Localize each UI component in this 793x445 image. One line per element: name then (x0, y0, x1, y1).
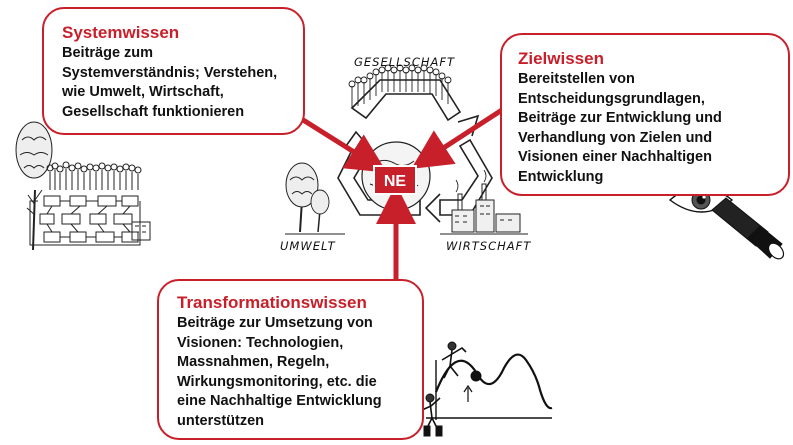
systemwissen-line: Gesellschaft funktionieren (62, 103, 245, 120)
systemwissen-text: Beiträge zum Systemverständnis; Verstehe… (62, 44, 277, 122)
transformationswissen-line: eine Nachhaltige Entwicklung (177, 393, 382, 410)
systemwissen-box: Systemwissen Beiträge zum Systemverständ… (42, 7, 305, 135)
systemwissen-line: Systemverständnis; Verstehen, (62, 64, 278, 81)
zielwissen-box: Zielwissen Bereitstellen von Entscheidun… (500, 33, 790, 196)
label-gesellschaft: GESELLSCHAFT (354, 55, 455, 69)
label-wirtschaft: WIRTSCHAFT (446, 239, 531, 253)
zielwissen-title: Zielwissen (518, 49, 604, 68)
label-umwelt: UMWELT (280, 239, 336, 253)
ne-badge: NE (373, 165, 417, 195)
recycling-cycle-sketch-icon: GESELLSCHAFT UMWELT WIRTSCHAFT (280, 55, 531, 253)
zielwissen-line: Entwicklung (518, 168, 604, 185)
systemwissen-line: wie Umwelt, Wirtschaft, (62, 84, 224, 101)
zielwissen-line: Verhandlung von Zielen und (518, 129, 713, 146)
transformationswissen-box: Transformationswissen Beiträge zur Umset… (157, 279, 424, 440)
systemwissen-line: Beiträge zum (62, 45, 154, 61)
zielwissen-line: Entscheidungsgrundlagen, (518, 90, 705, 107)
zielwissen-text: Bereitstellen von Entscheidungsgrundlage… (518, 70, 722, 188)
transformationswissen-line: Massnahmen, Regeln, (177, 354, 330, 371)
transformationswissen-title: Transformationswissen (177, 293, 367, 312)
zielwissen-line: Visionen einer Nachhaltigen (518, 149, 712, 166)
transformationswissen-line: Visionen: Technologien, (177, 334, 344, 351)
zielwissen-line: Beiträge zur Entwicklung und (518, 110, 722, 127)
arrow-systemwissen (298, 115, 387, 173)
transformationswissen-line: Wirkungsmonitoring, etc. die (177, 373, 377, 390)
zielwissen-line: Bereitstellen von (518, 71, 635, 87)
tree-flowchart-sketch-icon (15, 121, 151, 251)
arrow-zielwissen (411, 105, 507, 169)
climbing-figures-sketch-icon (421, 341, 553, 437)
transformationswissen-line: unterstützen (177, 412, 264, 429)
transformationswissen-line: Beiträge zur Umsetzung von (177, 315, 373, 331)
transformationswissen-text: Beiträge zur Umsetzung von Visionen: Tec… (177, 314, 382, 432)
ne-label: NE (384, 173, 407, 190)
systemwissen-title: Systemwissen (62, 23, 180, 42)
